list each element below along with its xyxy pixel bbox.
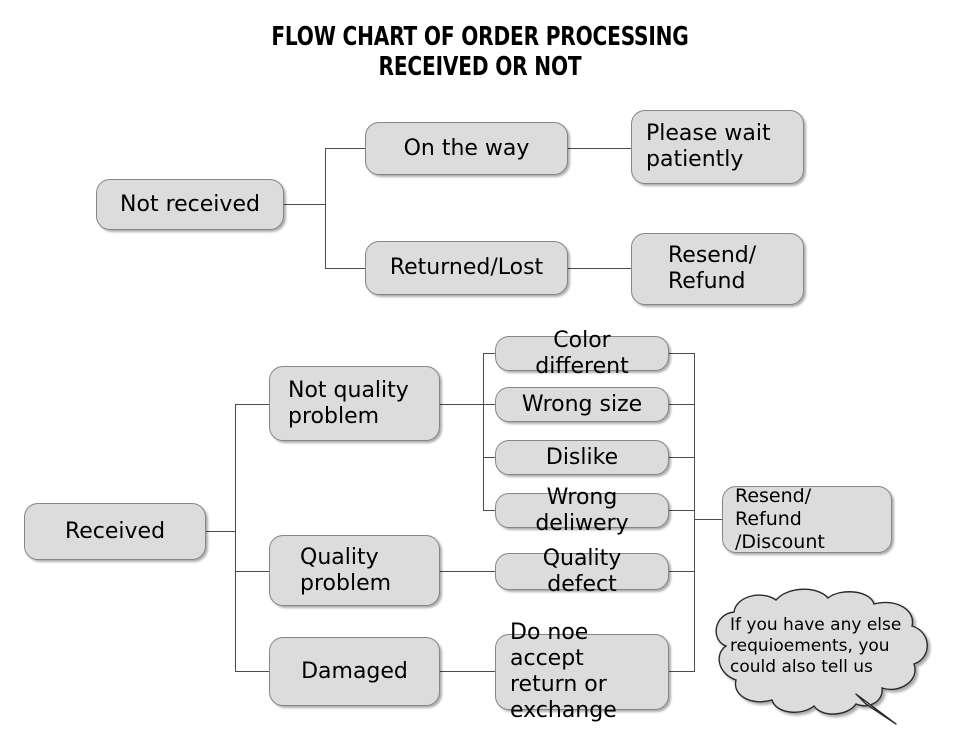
- node-quality-defect[interactable]: Quality defect: [495, 546, 669, 597]
- connector-received-stem: [206, 531, 236, 532]
- speech-bubble-shape: [715, 588, 928, 725]
- node-do-not-accept-return-or-exchange[interactable]: Do noe accept return or exchange: [495, 620, 669, 723]
- node-wrong-deliwery[interactable]: Wrong deliwery: [495, 485, 669, 536]
- node-color-different[interactable]: Color different: [495, 328, 669, 379]
- note-speech-bubble: If you have any else requioements, you c…: [706, 588, 942, 728]
- connector-subbus-wrongsize: [483, 404, 495, 405]
- connector-subbus-colordifferent: [483, 353, 495, 354]
- connector-ontheway-pleasewait: [568, 148, 631, 149]
- connector-wrongsize-bus: [669, 404, 695, 405]
- connector-notquality-subbus: [440, 404, 484, 405]
- node-on-the-way[interactable]: On the way: [365, 122, 568, 175]
- node-resend-refund[interactable]: Resend/ Refund: [631, 233, 804, 305]
- connector-qualityproblem-qualitydefect: [440, 571, 495, 572]
- connector-donotaccept-bus: [669, 671, 695, 672]
- connector-bus-resenddiscount: [694, 519, 722, 520]
- connector-returnedlost-resendrefund: [568, 268, 631, 269]
- node-dislike[interactable]: Dislike: [495, 440, 669, 475]
- node-wrong-size[interactable]: Wrong size: [495, 387, 669, 422]
- connector-dislike-bus: [669, 457, 695, 458]
- connector-bus-damaged: [235, 671, 270, 672]
- node-please-wait-patiently[interactable]: Please wait patiently: [631, 110, 804, 184]
- node-damaged[interactable]: Damaged: [269, 637, 440, 706]
- connector-notreceived-stem: [284, 204, 326, 205]
- connector-bus-notquality: [235, 404, 270, 405]
- connector-notquality-subbus-vertical: [483, 353, 484, 510]
- connector-bus-qualityproblem: [235, 571, 270, 572]
- connector-wrongdeliwery-bus: [669, 510, 695, 511]
- note-text: If you have any else requioements, you c…: [730, 615, 902, 677]
- connector-bus-returnedlost: [325, 268, 366, 269]
- node-quality-problem[interactable]: Quality problem: [269, 535, 440, 606]
- node-received[interactable]: Received: [24, 503, 206, 560]
- connector-notreceived-bus: [325, 148, 326, 268]
- connector-subbus-dislike: [483, 457, 495, 458]
- connector-colordifferent-bus: [669, 353, 695, 354]
- connector-qualitydefect-bus: [669, 571, 695, 572]
- connector-damaged-donotaccept: [440, 671, 495, 672]
- connector-subbus-wrongdeliwery: [483, 510, 495, 511]
- connector-bus-ontheway: [325, 148, 366, 149]
- node-not-quality-problem[interactable]: Not quality problem: [269, 366, 440, 441]
- node-resend-refund-discount[interactable]: Resend/ Refund /Discount: [722, 485, 892, 553]
- connector-outcome-bus: [694, 353, 695, 671]
- connector-received-bus: [235, 404, 236, 672]
- node-not-received[interactable]: Not received: [96, 179, 284, 230]
- page-title: FLOW CHART OF ORDER PROCESSING RECEIVED …: [271, 22, 689, 82]
- node-returned-lost[interactable]: Returned/Lost: [365, 241, 568, 295]
